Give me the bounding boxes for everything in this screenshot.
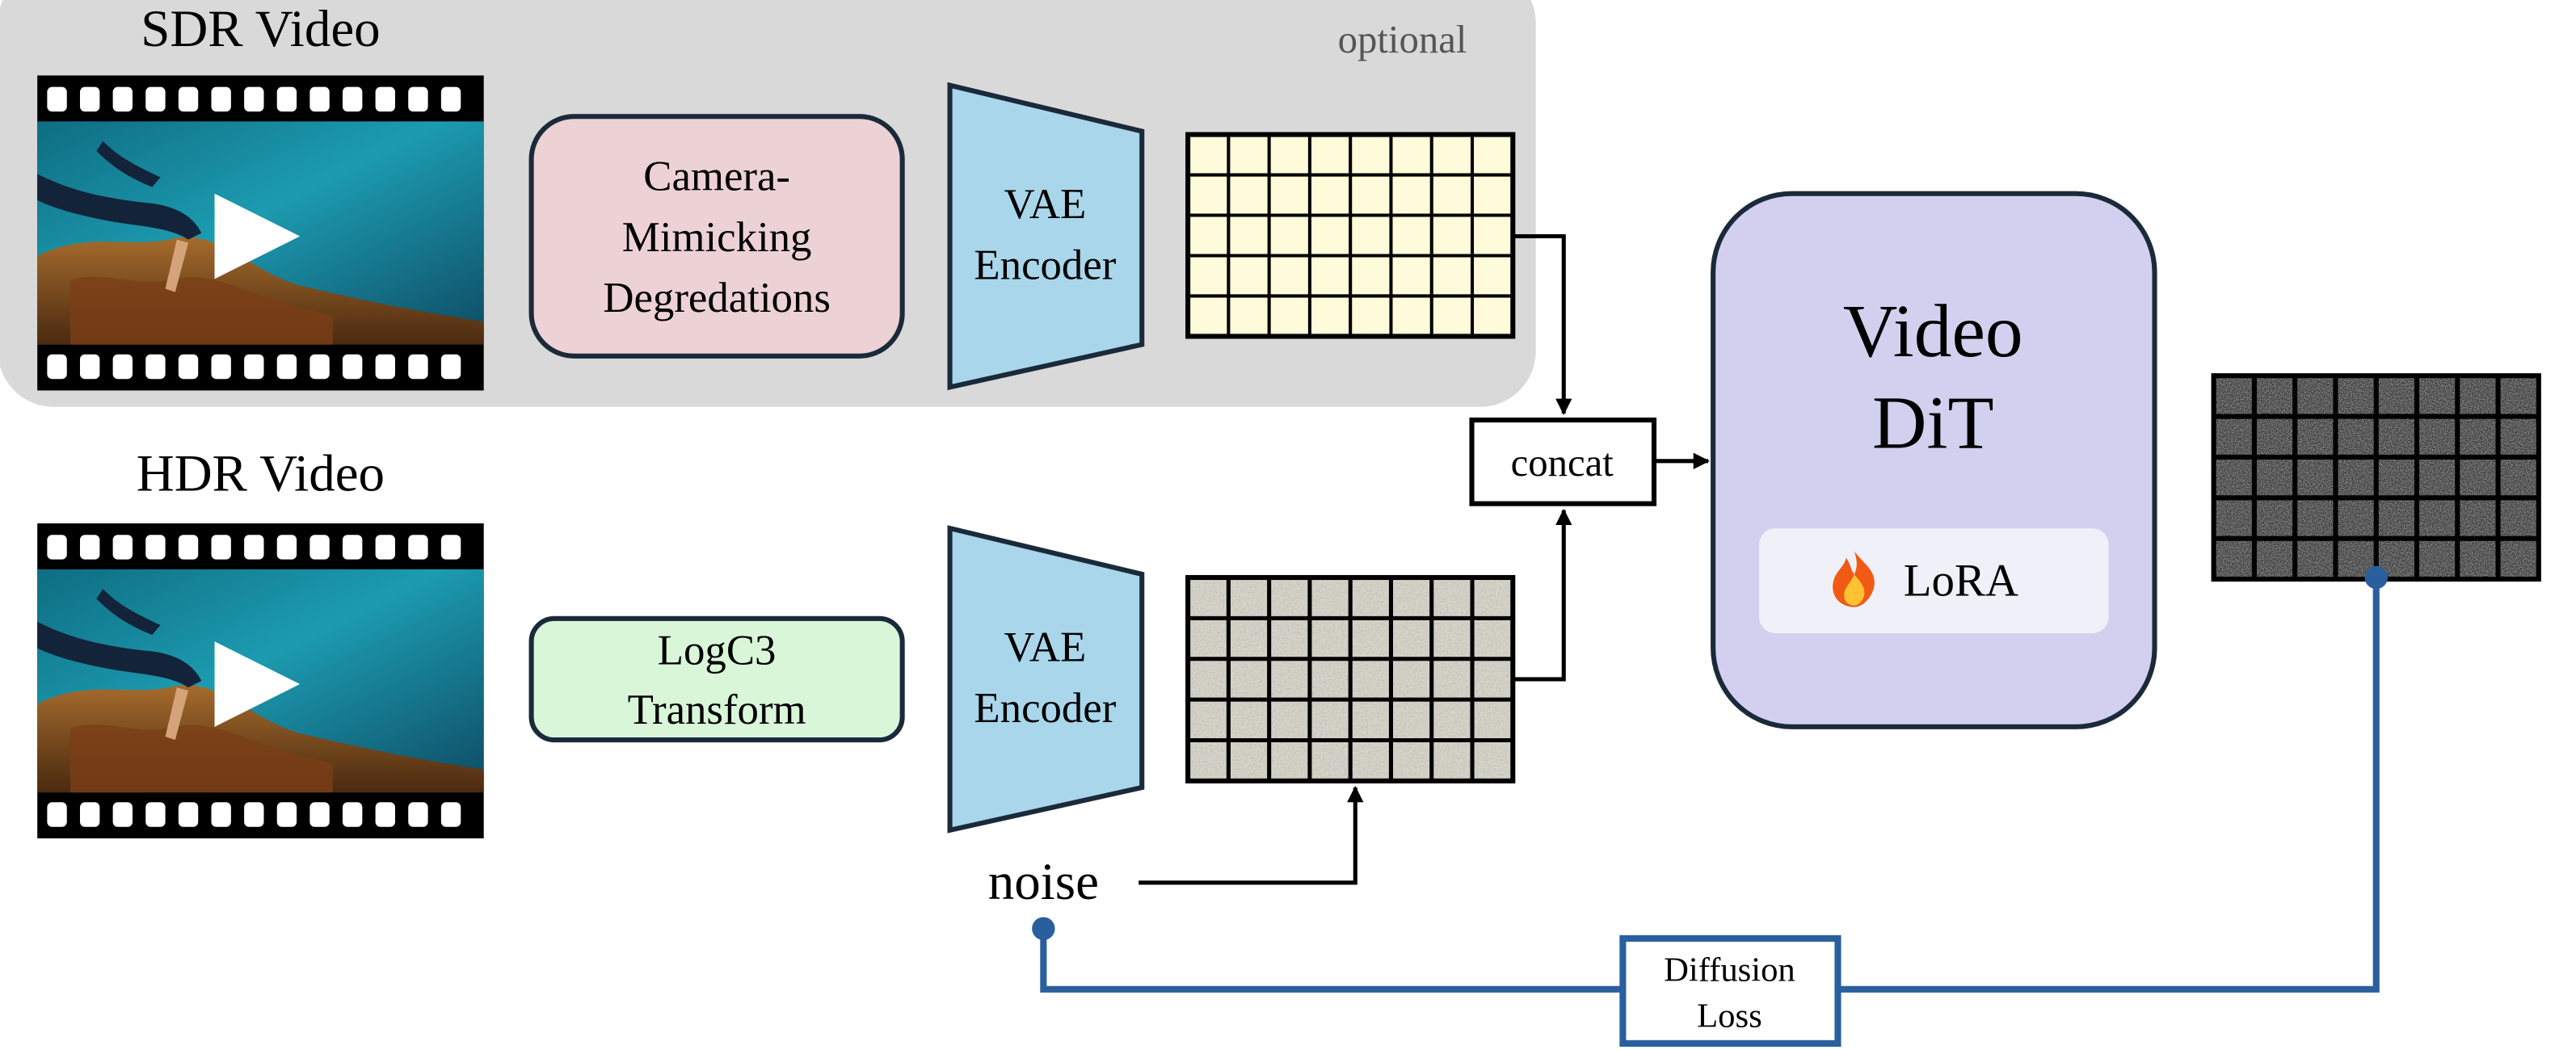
degradation-box — [528, 114, 905, 359]
sdr-latent-to-concat-arrow — [1513, 233, 1572, 415]
transform-label-line-1: LogC3 — [658, 628, 777, 674]
degradation-label-line-2: Mimicking — [622, 214, 812, 261]
sdr-vae-encoder — [947, 82, 1145, 391]
noise-connector-dot — [1032, 917, 1055, 940]
loss-label-line-2: Loss — [1697, 998, 1762, 1035]
loss-label-line-1: Diffusion — [1664, 951, 1795, 989]
degradation-label-line-3: Degredations — [603, 275, 831, 321]
hdr-encoder-label-line-2: Encoder — [974, 685, 1116, 732]
sdr-video-thumbnail — [37, 75, 484, 391]
transform-label-line-2: Transform — [628, 687, 806, 733]
hdr-video-thumbnail — [37, 523, 484, 838]
dit-title-line-2: DiT — [1872, 382, 1994, 465]
hdr-encoder-label-line-1: VAE — [1004, 624, 1087, 671]
film-sprockets-bottom — [47, 354, 461, 380]
concat-label: concat — [1511, 441, 1614, 485]
lora-box — [1758, 528, 2109, 634]
diffusion-loss-box — [1619, 934, 1842, 1047]
lora-label: LoRA — [1904, 555, 2018, 606]
hdr-noisy-latent-grid — [1185, 574, 1516, 783]
output-connector-dot — [2364, 565, 2388, 590]
dit-title-line-1: Video — [1843, 290, 2023, 373]
sdr-encoder-label-line-1: VAE — [1004, 181, 1087, 228]
optional-label: optional — [1338, 18, 1467, 61]
fire-icon — [1833, 551, 1875, 607]
sdr-latent-grid — [1185, 132, 1516, 339]
logc3-transform-box — [528, 615, 905, 743]
output-latent-grid — [2211, 373, 2541, 582]
noise-arrow — [1139, 785, 1364, 885]
hdr-vae-encoder — [947, 525, 1145, 834]
hdr-video-title: HDR Video — [137, 444, 385, 502]
sdr-encoder-label-line-2: Encoder — [974, 242, 1116, 288]
loss-connector-line — [1040, 578, 2380, 993]
film-sprockets-top — [47, 535, 461, 560]
film-sprockets-bottom — [47, 802, 461, 827]
noise-label: noise — [988, 853, 1099, 911]
sdr-video-title: SDR Video — [141, 0, 380, 58]
degradation-label-line-1: Camera- — [643, 153, 790, 200]
hdr-latent-to-concat-arrow — [1513, 508, 1572, 682]
film-sprockets-top — [47, 86, 461, 112]
